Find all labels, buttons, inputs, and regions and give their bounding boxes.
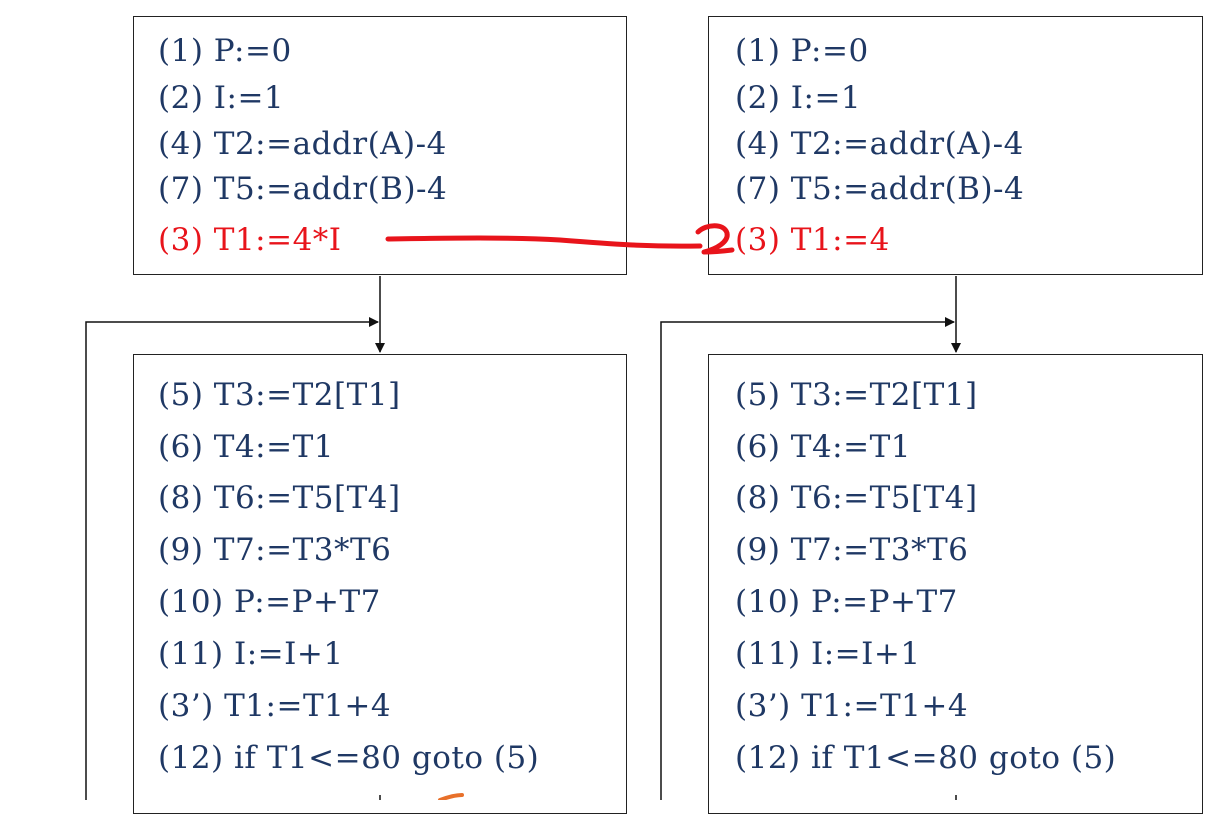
orange-partial-mark	[438, 793, 464, 800]
left-entry-block: (1) P:=0 (2) I:=1 (4) T2:=addr(A)-4 (7) …	[133, 16, 627, 275]
left-loop-line-5: (10) P:=P+T7	[158, 584, 381, 620]
right-loop-line-2: (6) T4:=T1	[735, 429, 911, 465]
red-annotation-stroke	[385, 235, 703, 249]
right-entry-line-1: (1) P:=0	[735, 33, 869, 69]
right-entry-line-3: (4) T2:=addr(A)-4	[735, 126, 1024, 162]
right-entry-line-2: (2) I:=1	[735, 80, 862, 116]
right-loop-line-7: (3’) T1:=T1+4	[735, 688, 969, 724]
left-loop-line-4: (9) T7:=T3*T6	[158, 532, 392, 568]
right-loop-line-4: (9) T7:=T3*T6	[735, 532, 969, 568]
left-entry-line-5-highlighted: (3) T1:=4*I	[158, 222, 342, 258]
right-entry-line-5-highlighted: (3) T1:=4	[735, 222, 890, 258]
right-loop-block: (5) T3:=T2[T1] (6) T4:=T1 (8) T6:=T5[T4]…	[708, 354, 1203, 814]
right-loop-line-1: (5) T3:=T2[T1]	[735, 377, 978, 413]
right-loop-line-6: (11) I:=I+1	[735, 636, 921, 672]
left-entry-line-2: (2) I:=1	[158, 80, 285, 116]
right-entry-line-4: (7) T5:=addr(B)-4	[735, 171, 1025, 207]
left-entry-line-3: (4) T2:=addr(A)-4	[158, 126, 447, 162]
left-loop-line-8: (12) if T1<=80 goto (5)	[158, 740, 540, 776]
left-loop-line-2: (6) T4:=T1	[158, 429, 334, 465]
left-loop-block: (5) T3:=T2[T1] (6) T4:=T1 (8) T6:=T5[T4]…	[133, 354, 627, 814]
left-entry-line-1: (1) P:=0	[158, 33, 292, 69]
left-loop-line-1: (5) T3:=T2[T1]	[158, 377, 401, 413]
red-annotation-curl	[695, 223, 735, 255]
right-loop-line-5: (10) P:=P+T7	[735, 584, 958, 620]
left-loop-line-3: (8) T6:=T5[T4]	[158, 480, 401, 516]
right-back-edge-line	[660, 317, 955, 800]
right-loop-line-8: (12) if T1<=80 goto (5)	[735, 740, 1117, 776]
left-back-edge-line	[85, 317, 379, 800]
left-entry-line-4: (7) T5:=addr(B)-4	[158, 171, 448, 207]
left-loop-line-6: (11) I:=I+1	[158, 636, 344, 672]
left-loop-line-7: (3’) T1:=T1+4	[158, 688, 392, 724]
right-loop-line-3: (8) T6:=T5[T4]	[735, 480, 978, 516]
right-entry-block: (1) P:=0 (2) I:=1 (4) T2:=addr(A)-4 (7) …	[708, 16, 1203, 275]
